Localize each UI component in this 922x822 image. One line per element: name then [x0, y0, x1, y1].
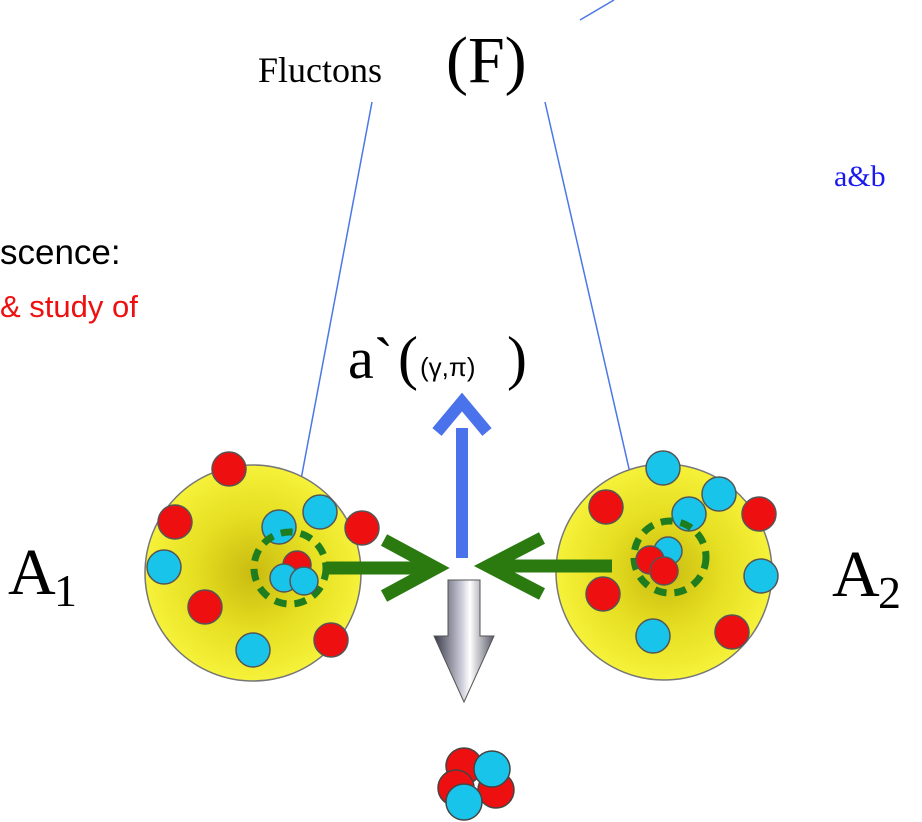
left-text-line2: & study of [0, 289, 138, 324]
nucleus-left-letter: A [8, 536, 56, 609]
proton [157, 504, 193, 540]
proton [585, 576, 621, 612]
nucleus-right-index: 2 [878, 567, 901, 618]
emitted-label-sub: (γ,π) [420, 352, 475, 382]
proton [211, 451, 247, 487]
collision-arrows [326, 532, 612, 602]
proton [187, 589, 223, 625]
nucleus-left [144, 451, 380, 682]
title-symbol: (F) [446, 24, 527, 97]
collision-arrow-left-head [380, 534, 450, 602]
proton [588, 489, 624, 525]
emitted-label-main: a` [348, 326, 393, 391]
nucleus-left-index: 1 [54, 565, 77, 616]
neutron [701, 476, 737, 512]
product-neutron [473, 750, 511, 788]
product-arrow [433, 579, 495, 704]
neutron [635, 618, 671, 654]
nucleus-right-label: A 2 [832, 538, 901, 618]
nucleus-right [555, 450, 779, 681]
neutron [645, 450, 681, 486]
emitted-label-paren-close: ) [507, 325, 527, 391]
title-label: Fluctons [258, 50, 382, 90]
proton [313, 622, 349, 658]
proton [741, 496, 777, 532]
nucleus-left-label: A 1 [8, 536, 77, 616]
pointer-line-right [544, 101, 639, 509]
neutron [743, 558, 779, 594]
emission-arrow-head [432, 392, 492, 436]
neutron [235, 632, 271, 668]
proton [344, 510, 380, 546]
neutron [302, 494, 338, 530]
pointer-line-left [295, 101, 373, 507]
emission-arrow [432, 392, 492, 558]
emitted-label-paren-open: ( [398, 325, 418, 391]
offpage-pointer-line [579, 0, 615, 21]
emitted-label: a` ( (γ,π) ) [348, 325, 527, 391]
left-text-line1: scence: [0, 233, 121, 272]
flucton-ring-right [630, 517, 710, 597]
title: Fluctons (F) [258, 24, 527, 97]
right-text: a&b [834, 160, 886, 193]
neutron [146, 549, 182, 585]
product-cluster [437, 747, 515, 821]
flucton-neutron [289, 566, 319, 596]
product-neutron [445, 783, 483, 821]
nucleus-right-letter: A [832, 538, 880, 611]
collision-arrow-right-head [473, 532, 545, 600]
proton [714, 614, 750, 650]
flucton-proton [649, 556, 679, 586]
